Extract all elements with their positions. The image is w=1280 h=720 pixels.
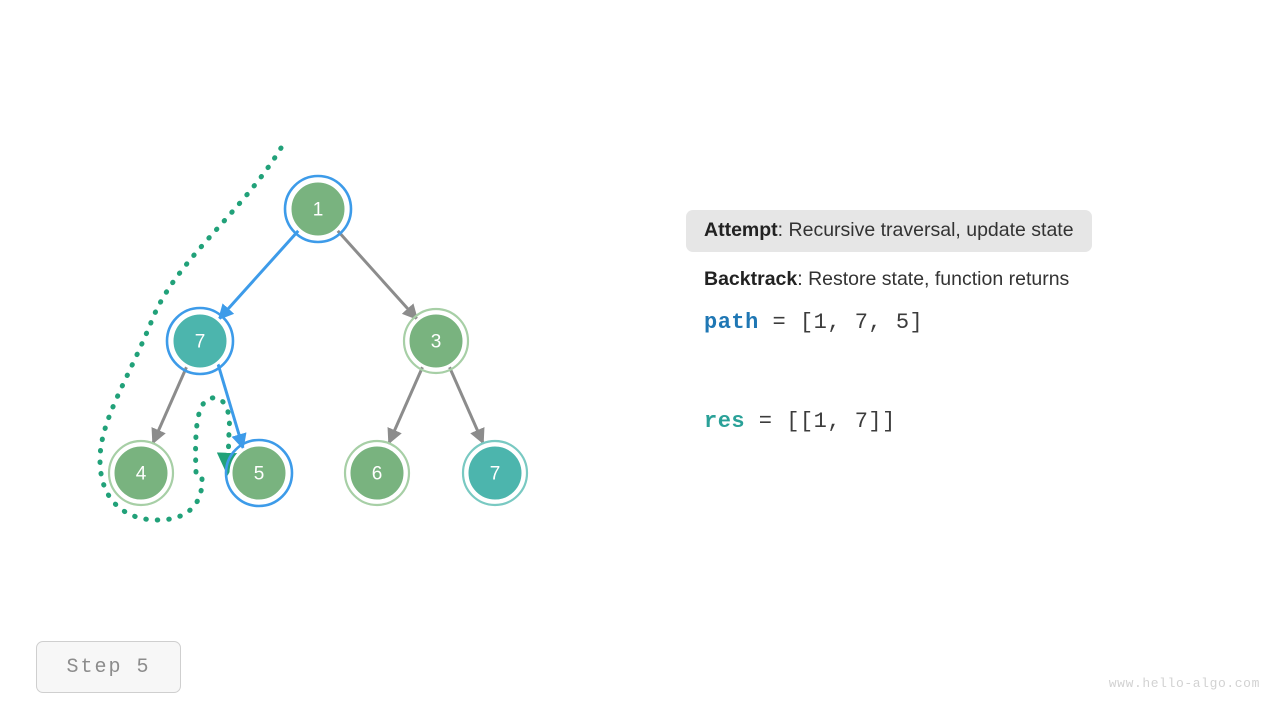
path-variable-name: path	[704, 309, 759, 335]
edge-1-to-3	[335, 228, 419, 321]
tree-node-1[interactable]: 1	[283, 174, 353, 244]
path-variable-value: = [1, 7, 5]	[758, 309, 924, 335]
tree-node-6[interactable]: 6	[343, 439, 411, 507]
backtrack-separator: :	[797, 268, 809, 291]
tree-node-4[interactable]: 4	[107, 439, 175, 507]
tree-node-3[interactable]: 3	[402, 307, 470, 375]
tree-node-7-right[interactable]: 7	[461, 439, 529, 507]
edge-7-to-4	[151, 365, 189, 445]
edge-3-to-6	[387, 365, 425, 445]
attempt-text: Recursive traversal, update state	[788, 219, 1074, 241]
tree-node-7-left[interactable]: 7	[165, 306, 235, 376]
attempt-label: Attempt	[704, 219, 778, 241]
edge-1-to-7	[217, 228, 301, 321]
backtrack-text: Restore state, function returns	[808, 268, 1070, 291]
inner-backtrack-path	[193, 395, 240, 476]
res-state-line: res = [[1, 7]]	[686, 409, 1206, 434]
info-panel: Attempt: Recursive traversal, update sta…	[686, 210, 1206, 434]
traversal-path-group	[97, 145, 284, 523]
binary-tree-diagram: 1 7 3 4	[97, 145, 529, 523]
backtrack-line: Backtrack: Restore state, function retur…	[686, 268, 1206, 291]
edge-7-to-5	[216, 363, 247, 450]
tree-node-5[interactable]: 5	[224, 438, 294, 508]
edge-3-to-7r	[447, 365, 485, 445]
step-badge: Step 5	[36, 641, 181, 693]
attempt-callout: Attempt: Recursive traversal, update sta…	[686, 210, 1092, 253]
res-variable-name: res	[704, 408, 746, 434]
res-variable-value: = [[1, 7]]	[745, 408, 896, 434]
attempt-line: Attempt: Recursive traversal, update sta…	[704, 219, 1074, 242]
outer-backtrack-path	[97, 145, 284, 523]
tree-edges	[151, 228, 485, 450]
path-state-line: path = [1, 7, 5]	[686, 310, 1206, 335]
tree-nodes: 1 7 3 4	[107, 174, 529, 508]
step-badge-label: Step 5	[66, 655, 151, 679]
watermark: www.hello-algo.com	[1108, 676, 1260, 691]
attempt-separator: :	[777, 219, 789, 241]
backtrack-label: Backtrack	[704, 268, 798, 291]
